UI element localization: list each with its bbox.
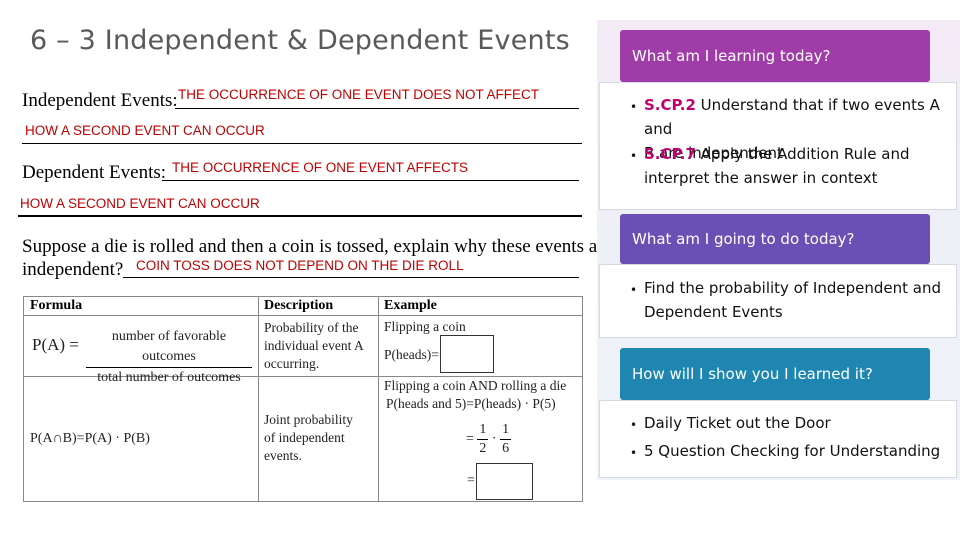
fraction-numerator: 1 — [500, 421, 512, 440]
activity-text: Find the probability of Independent and — [644, 279, 941, 297]
standard-code: S.CP.7 — [644, 145, 696, 163]
equals-sign: = — [467, 473, 475, 488]
dependent-answer-line1: THE OCCURRENCE OF ONE EVENT AFFECTS — [172, 160, 469, 175]
objective-item: S.CP.2 Understand that if two events A a… — [644, 93, 956, 165]
desc-row1-line1: Probability of the — [264, 320, 359, 335]
example-row1-line1: Flipping a coin — [384, 319, 466, 334]
activity-text: Dependent Events — [644, 303, 783, 321]
independent-answer-line2: HOW A SECOND EVENT CAN OCCUR — [25, 123, 265, 138]
card-body-learning: • S.CP.2 Understand that if two events A… — [599, 82, 957, 210]
independent-events-label: Independent Events: — [22, 90, 178, 111]
example-row1-line2: P(heads)= — [384, 347, 439, 362]
answer-line — [18, 215, 582, 217]
objective-text: Apply the Addition Rule and — [695, 145, 910, 163]
card-body-doing: • Find the probability of Independent an… — [599, 264, 957, 338]
desc-row1-line2: individual event A — [264, 338, 364, 353]
fraction-denominator: 2 — [479, 441, 487, 456]
question-line1: Suppose a die is rolled and then a coin … — [22, 236, 612, 257]
question-answer: COIN TOSS DOES NOT DEPEND ON THE DIE ROL… — [136, 258, 464, 273]
independent-answer-line1: THE OCCURRENCE OF ONE EVENT DOES NOT AFF… — [178, 87, 540, 102]
dependent-answer-line2: HOW A SECOND EVENT CAN OCCUR — [20, 196, 260, 211]
desc-row1-line3: occurring. — [264, 356, 320, 371]
formula-table: Formula Description Example P(A) = numbe… — [23, 296, 583, 502]
answer-line — [22, 143, 582, 144]
card-header-show: How will I show you I learned it? — [620, 348, 930, 400]
answer-line — [123, 277, 579, 278]
header-example: Example — [384, 298, 437, 313]
card-header-learning: What am I learning today? — [620, 30, 930, 82]
header-description: Description — [264, 298, 334, 313]
assessment-item: 5 Question Checking for Understanding — [644, 442, 941, 460]
example-row2-line2: P(heads and 5)=P(heads) · P(5) — [386, 396, 556, 411]
bullet-icon: • — [630, 418, 638, 432]
answer-box[interactable] — [440, 335, 494, 373]
equals-sign: = — [466, 431, 474, 447]
desc-row2-line3: events. — [264, 448, 302, 463]
card-header-doing: What am I going to do today? — [620, 214, 930, 264]
card-heading: How will I show you I learned it? — [632, 365, 873, 383]
bullet-icon: • — [630, 446, 638, 460]
desc-row2-line1: Joint probability — [264, 412, 353, 427]
card-body-show: • Daily Ticket out the Door • 5 Question… — [599, 400, 957, 478]
desc-row2-line2: of independent — [264, 430, 345, 445]
objective-item: S.CP.7 Apply the Addition Rule and inter… — [644, 142, 956, 190]
header-formula: Formula — [30, 298, 83, 313]
bullet-icon: • — [630, 100, 638, 114]
question-line2: independent? — [22, 259, 124, 280]
example-row2-line1: Flipping a coin AND rolling a die — [384, 378, 567, 393]
answer-line — [175, 108, 579, 109]
answer-box[interactable] — [476, 463, 533, 500]
formula-probability-fraction: number of favorable outcomes total numbe… — [86, 327, 252, 388]
card-heading: What am I going to do today? — [632, 230, 855, 248]
bullet-icon: • — [630, 149, 638, 163]
formula-denominator: total number of outcomes — [97, 370, 241, 385]
fraction-numerator: 1 — [477, 421, 489, 440]
objective-text: B are independent — [644, 144, 783, 162]
dependent-events-label: Dependent Events: — [22, 162, 167, 183]
page-title: 6 – 3 Independent & Dependent Events — [30, 25, 570, 56]
formula-numerator: number of favorable outcomes — [86, 327, 252, 368]
activity-item: Find the probability of Independent and … — [644, 276, 956, 324]
bullet-icon: • — [630, 283, 638, 297]
assessment-item: Daily Ticket out the Door — [644, 414, 831, 432]
card-heading: What am I learning today? — [632, 47, 831, 65]
standard-code: S.CP.2 — [644, 96, 696, 114]
fraction-denominator: 6 — [502, 441, 510, 456]
formula-probability-lhs: P(A) = — [32, 335, 79, 354]
objective-text: Understand that if two events A and — [644, 96, 940, 138]
learning-objectives-panel: What am I learning today? • S.CP.2 Under… — [597, 20, 960, 480]
formula-joint: P(A∩B)=P(A) · P(B) — [30, 431, 150, 446]
dot-operator: · — [491, 431, 497, 447]
objective-text: interpret the answer in context — [644, 169, 878, 187]
answer-line — [162, 180, 579, 181]
